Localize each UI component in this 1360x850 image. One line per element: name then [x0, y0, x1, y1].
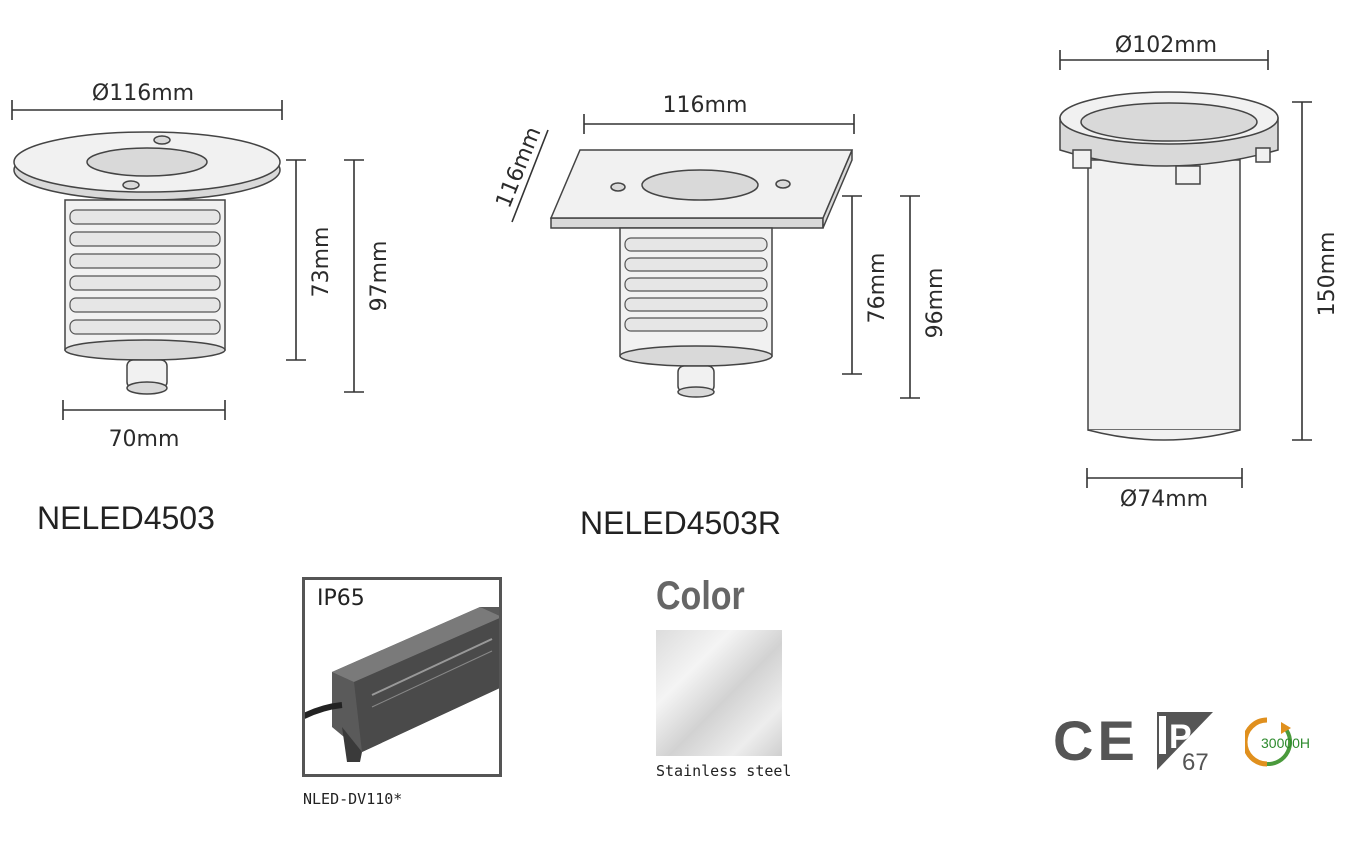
model-round: NELED4503 — [37, 500, 215, 536]
round-fixture-drawing: Ø116mm 73mm 97mm — [11, 81, 392, 452]
driver-model: NLED-DV110* — [303, 790, 403, 808]
ip-rating-icon: P 67 — [1157, 712, 1213, 772]
dim-width-116: 116mm — [663, 93, 748, 118]
dim-diameter-74: Ø74mm — [1120, 487, 1208, 512]
dim-height-96: 96mm — [923, 268, 948, 339]
ip-bottom-text: 67 — [1182, 749, 1209, 772]
dim-height-97: 97mm — [367, 241, 392, 312]
dim-width-70: 70mm — [109, 427, 180, 452]
dim-diameter-116: Ø116mm — [92, 81, 194, 106]
driver-panel: IP65 — [302, 577, 502, 777]
driver-ip-rating: IP65 — [317, 586, 365, 611]
lifetime-text: 30000H — [1261, 735, 1310, 751]
dim-height-76: 76mm — [865, 253, 890, 324]
dim-height-150: 150mm — [1315, 232, 1340, 317]
ip-top-text: P — [1169, 718, 1192, 756]
model-square: NELED4503R — [580, 505, 781, 541]
color-finish-label: Stainless steel — [656, 762, 792, 780]
color-title: Color — [656, 574, 745, 618]
square-fixture-drawing: 116mm 116mm 76mm 96mm — [491, 93, 948, 399]
housing-drawing: Ø102mm 150mm Ø74mm — [1059, 33, 1340, 512]
lifetime-badge-icon: 30000H — [1245, 717, 1310, 767]
dim-height-73: 73mm — [309, 227, 334, 298]
dim-diameter-102: Ø102mm — [1115, 33, 1217, 58]
dim-side-116: 116mm — [491, 124, 546, 212]
stainless-steel-swatch — [656, 630, 782, 756]
ce-mark: CE — [1053, 709, 1139, 772]
driver-illustration — [305, 607, 499, 762]
